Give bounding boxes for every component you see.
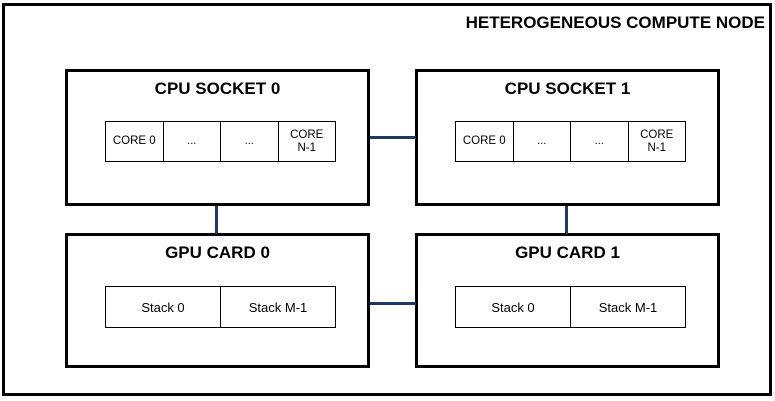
core-cell: ... <box>164 122 221 161</box>
connector-cpu0-gpu0 <box>215 206 218 234</box>
core-cell: CORE 0 <box>106 122 164 161</box>
core-cell: ... <box>514 122 571 161</box>
core-cell: CORE 0 <box>456 122 514 161</box>
core-cell: CORE N-1 <box>640 128 674 154</box>
gpu-card-1-box: GPU CARD 1 Stack 0 Stack M-1 <box>415 233 720 368</box>
cpu-socket-0-box: CPU SOCKET 0 CORE 0 ... ... CORE N-1 <box>65 69 370 206</box>
gpu-card-0-box: GPU CARD 0 Stack 0 Stack M-1 <box>65 233 370 368</box>
stack-cell: Stack M-1 <box>598 299 658 315</box>
core-cell: ... <box>571 122 629 161</box>
connector-gpu0-gpu1 <box>370 302 416 305</box>
gpu-card-1-title: GPU CARD 1 <box>515 243 620 262</box>
cpu-socket-0-core-grid: CORE 0 ... ... CORE N-1 <box>105 121 336 162</box>
core-cell: CORE N-1 <box>290 128 324 154</box>
page-title: HETEROGENEOUS COMPUTE NODE <box>465 13 765 32</box>
compute-node-frame: HETEROGENEOUS COMPUTE NODE CPU SOCKET 0 … <box>2 3 772 396</box>
connector-cpu1-gpu1 <box>565 206 568 234</box>
connector-cpu0-cpu1 <box>370 136 416 139</box>
cpu-socket-1-title: CPU SOCKET 1 <box>504 79 631 98</box>
gpu-card-1-stack-grid: Stack 0 Stack M-1 <box>455 286 686 328</box>
cpu-socket-1-box: CPU SOCKET 1 CORE 0 ... ... CORE N-1 <box>415 69 720 206</box>
stack-cell: Stack M-1 <box>248 299 308 315</box>
stack-cell: Stack 0 <box>456 287 571 327</box>
cpu-socket-0-title: CPU SOCKET 0 <box>154 79 281 98</box>
stack-cell: Stack 0 <box>106 287 221 327</box>
gpu-card-0-stack-grid: Stack 0 Stack M-1 <box>105 286 336 328</box>
core-cell: ... <box>221 122 279 161</box>
gpu-card-0-title: GPU CARD 0 <box>165 243 270 262</box>
cpu-socket-1-core-grid: CORE 0 ... ... CORE N-1 <box>455 121 686 162</box>
